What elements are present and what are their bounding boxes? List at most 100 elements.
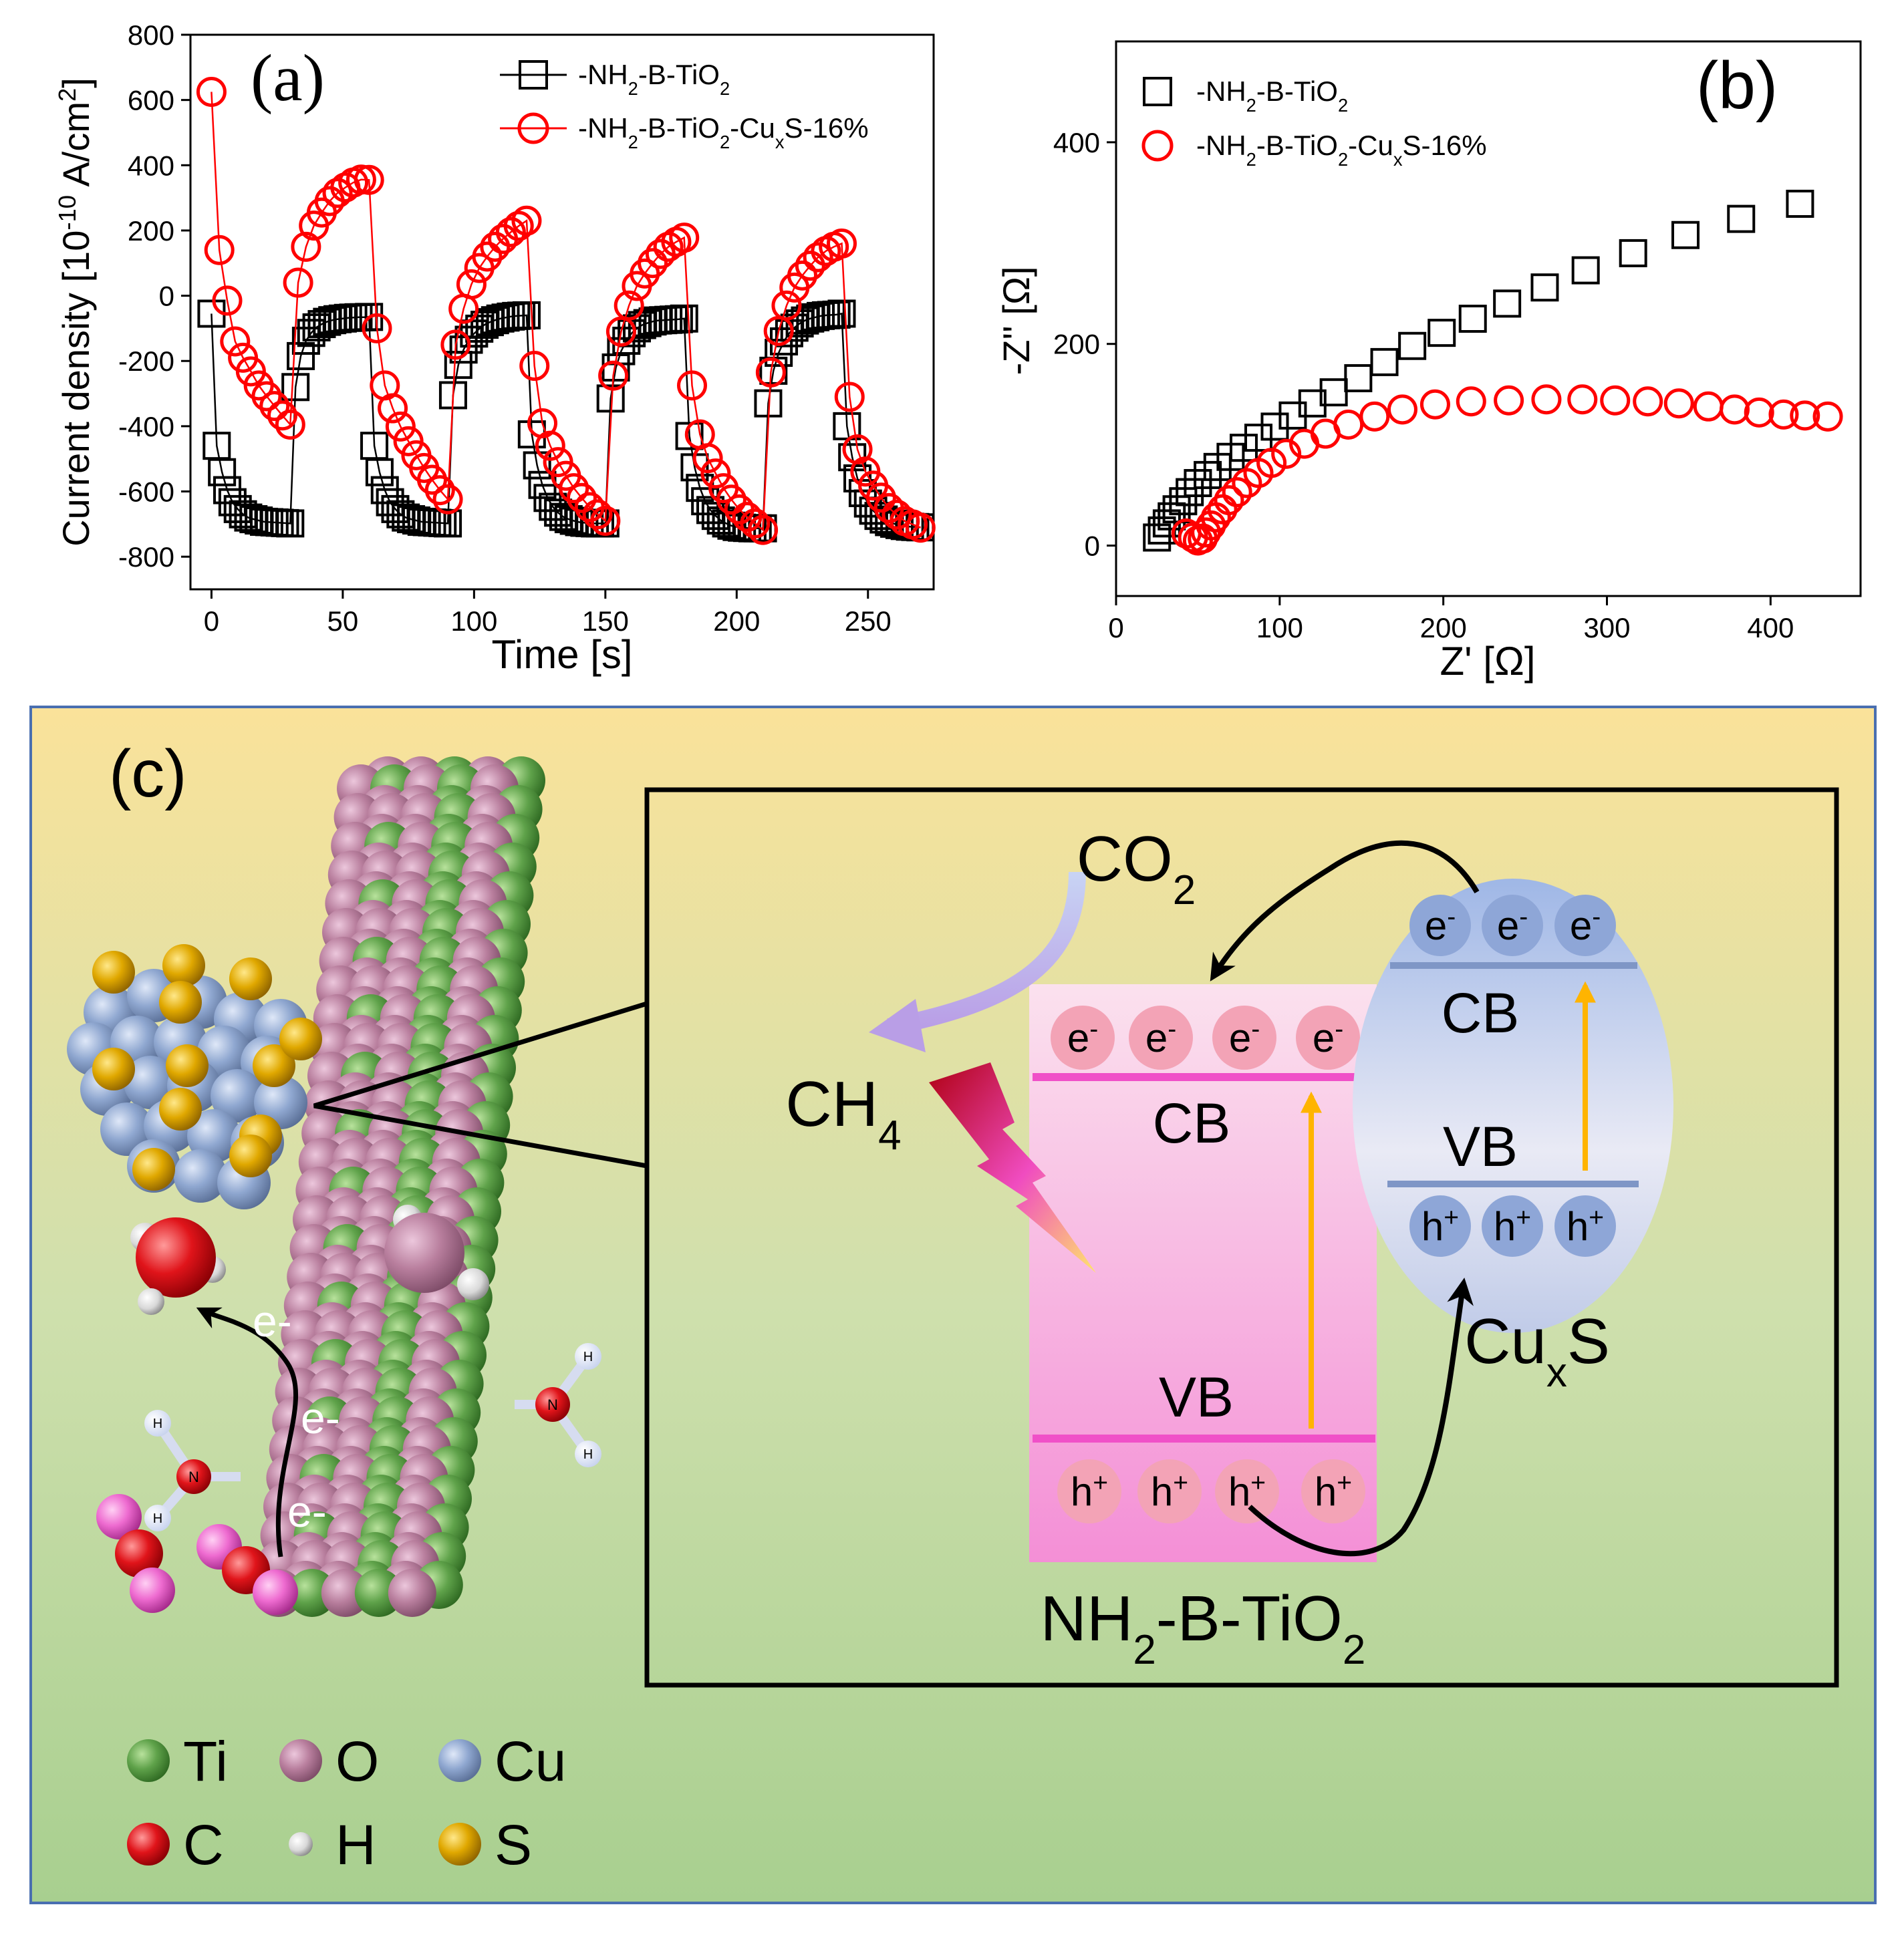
y-tick-label: 400 — [128, 150, 174, 181]
s-atom — [159, 981, 202, 1024]
data-point — [535, 430, 565, 461]
data-point — [1333, 409, 1364, 440]
crystal-slab — [254, 756, 545, 1617]
legend-atom-marker — [289, 1832, 313, 1856]
data-point — [472, 241, 503, 272]
cb-label-cuxs: CB — [1442, 982, 1520, 1044]
data-point — [354, 164, 384, 195]
y-tick-label: 0 — [159, 281, 174, 312]
water-molecule — [130, 1217, 226, 1315]
legend-atom-label: O — [335, 1730, 379, 1793]
data-point — [1200, 502, 1231, 533]
legend-atom-marker — [438, 1823, 481, 1866]
legend-b: -NH2-B-TiO2 -NH2-B-TiO2-CuxS-16% — [1141, 76, 1487, 170]
data-point — [1298, 389, 1327, 418]
data-point — [590, 505, 621, 536]
light-bolt-icon — [929, 1062, 1096, 1273]
amine-group: H H N — [515, 1343, 601, 1467]
data-point — [827, 299, 856, 328]
marks-a — [196, 76, 936, 545]
data-point — [519, 351, 550, 382]
electron-circle — [1051, 1006, 1115, 1070]
cuxs-holes: h+h+h+ — [1409, 1195, 1616, 1257]
data-point — [276, 509, 305, 538]
data-point — [1619, 239, 1647, 267]
zoom-box — [644, 787, 1839, 1688]
s-atom — [92, 1048, 135, 1090]
y-tick-label: 200 — [128, 215, 174, 247]
electron-circle — [1296, 1006, 1360, 1070]
hole-symbol: h+ — [1315, 1469, 1352, 1515]
ti-atom — [287, 1569, 336, 1617]
ch4-molecule — [384, 1205, 489, 1300]
legend-marker-circle — [1141, 130, 1174, 162]
hydrogen-atom-label: H — [153, 1511, 162, 1526]
data-point — [692, 443, 723, 474]
y-tick-label: -400 — [118, 411, 174, 442]
data-point — [677, 370, 708, 401]
data-point — [905, 512, 936, 543]
nitrogen-atom-label: N — [547, 1396, 558, 1413]
x-axis-label-a: Time [s] — [491, 632, 632, 677]
data-point — [365, 458, 394, 486]
data-point — [700, 458, 731, 489]
data-point — [1143, 523, 1172, 552]
s-atom — [159, 1088, 202, 1131]
y-tick-label: 200 — [1053, 329, 1100, 360]
x-tick-label: 100 — [450, 605, 497, 637]
cu-atom — [211, 1069, 264, 1123]
data-point — [803, 242, 833, 273]
data-point — [1191, 517, 1222, 548]
s-atom — [279, 1018, 322, 1060]
ti-atom — [354, 1569, 403, 1617]
data-point — [259, 391, 290, 422]
data-point — [1359, 401, 1390, 432]
s-atom — [253, 1044, 295, 1087]
hole-circle — [1409, 1195, 1471, 1257]
data-point — [251, 381, 282, 412]
legend-marker-circle — [517, 112, 549, 144]
co2-molecule — [96, 1494, 175, 1613]
data-point — [1256, 448, 1287, 478]
co2-reduction-arrow — [887, 871, 1086, 1036]
data-point — [287, 341, 315, 370]
data-point — [283, 267, 313, 298]
hole-circle — [1137, 1459, 1202, 1523]
s-atom — [166, 1044, 209, 1087]
data-point — [848, 478, 877, 507]
legend-atom-marker — [438, 1739, 481, 1782]
co2-reduction-arrowhead — [869, 999, 926, 1052]
data-point — [1768, 399, 1799, 430]
data-point — [1214, 485, 1244, 516]
legend-atom-marker — [127, 1739, 170, 1782]
data-point — [834, 382, 865, 412]
legend-label: -NH2-B-TiO2-CuxS-16% — [1196, 130, 1487, 170]
y-tick-label: -800 — [118, 541, 174, 573]
data-point — [1319, 378, 1348, 407]
data-point — [449, 335, 478, 364]
data-point — [220, 326, 251, 357]
data-point — [1493, 289, 1522, 318]
data-point — [755, 357, 786, 388]
data-point — [1663, 388, 1694, 419]
slab-atoms — [254, 756, 545, 1617]
hole-symbol: h+ — [1421, 1203, 1459, 1249]
legend-marker-square — [519, 60, 548, 90]
data-point — [826, 228, 857, 259]
nitrogen-atom-label: N — [188, 1469, 199, 1485]
hole-symbol: h+ — [1494, 1203, 1531, 1249]
data-point — [1207, 494, 1238, 525]
y-axis-label-a: Current density [10-10 A/cm2] — [53, 78, 98, 547]
electron-symbol: e- — [1145, 1015, 1176, 1061]
legend-label: -NH2-B-TiO2-CuxS-16% — [578, 112, 869, 152]
panel-label-b: (b) — [1696, 48, 1778, 123]
data-point — [1494, 385, 1524, 416]
hole-symbol: h+ — [1151, 1469, 1188, 1515]
cu-atom — [124, 1056, 177, 1109]
o-atom — [321, 1569, 370, 1617]
data-point — [614, 290, 644, 321]
electron-path-arrow — [196, 1307, 299, 1557]
